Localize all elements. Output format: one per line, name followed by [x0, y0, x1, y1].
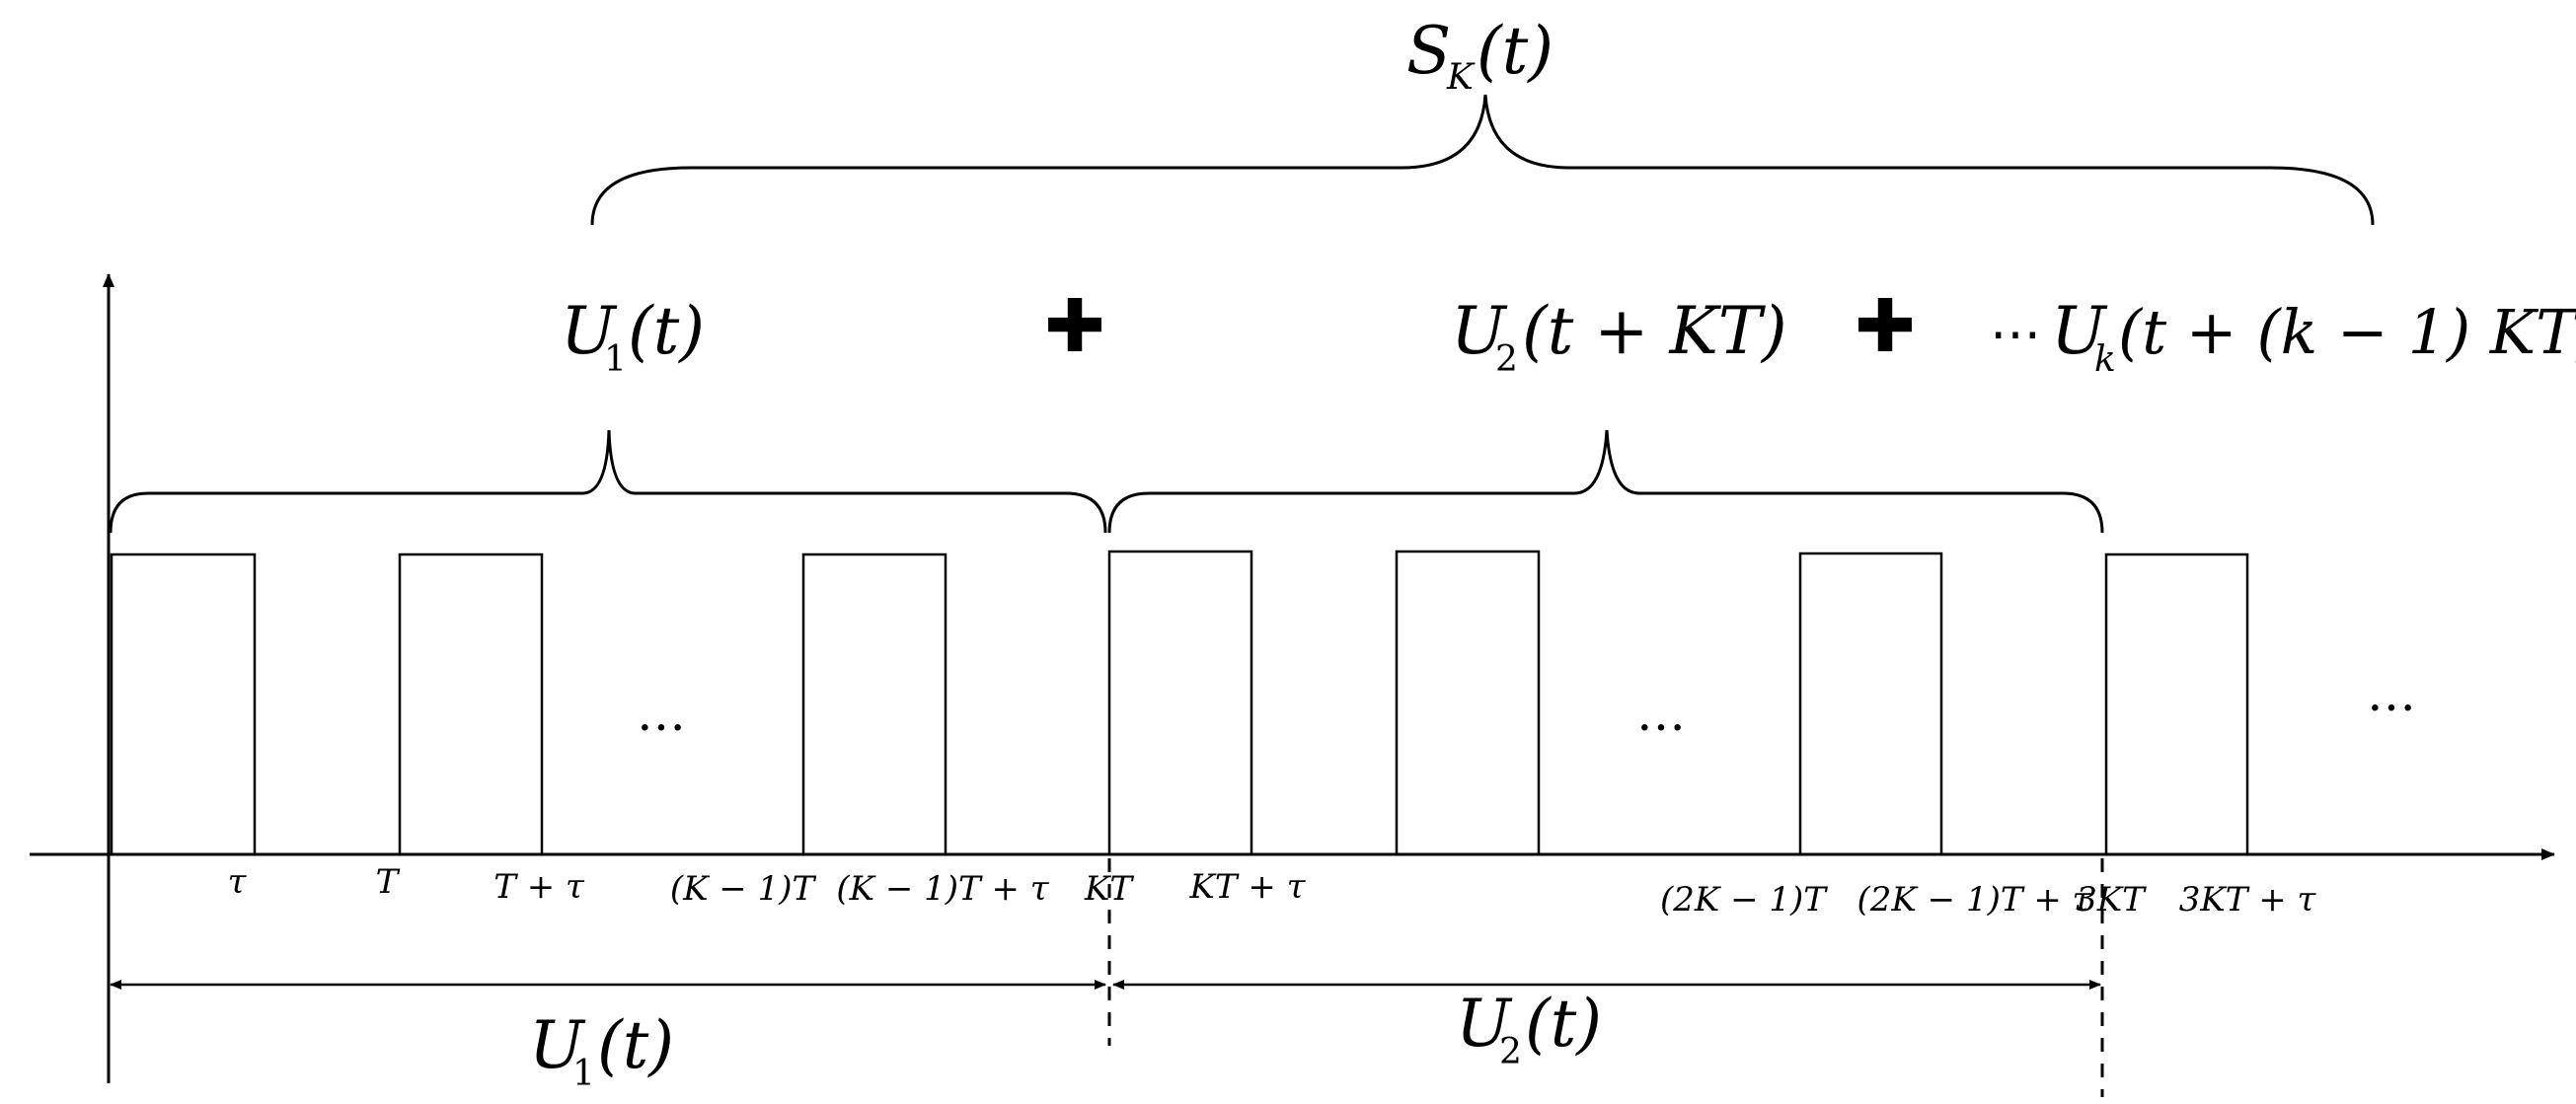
sum-formula: U 1 (t) ✚ U 2 (t + KT) ✚ ⋯ U k (t + (k −… — [561, 284, 2576, 380]
uk-argument: (t + (k − 1) KT) — [2118, 296, 2576, 368]
u1-symbol: U — [561, 293, 618, 369]
ellipsis-3: … — [2367, 665, 2416, 722]
bottom-u1-symbol: U — [529, 1007, 586, 1083]
tick-2K1T-tau: (2K − 1)T + τ — [1857, 880, 2092, 920]
plus-icon: ✚ — [1855, 284, 1916, 369]
tick-T-tau: T + τ — [493, 867, 585, 907]
pulse — [1107, 550, 1253, 856]
bottom-u2-argument: (t) — [1525, 986, 1602, 1062]
tick-3KT: 3KT — [2076, 880, 2147, 920]
plus-icon: ✚ — [1044, 284, 1105, 369]
tick-T: T — [376, 862, 401, 902]
pulse — [801, 552, 947, 856]
bottom-label-u1: U 1 (t) — [529, 1007, 674, 1094]
u2-symbol: U — [1451, 293, 1508, 369]
tick-K1T: (K − 1)T — [670, 869, 817, 909]
sk-title: S K (t) — [1406, 13, 1553, 98]
tick-3KT-tau: 3KT + τ — [2179, 880, 2317, 920]
u2-argument: (t + KT) — [1522, 293, 1787, 369]
tick-KT-tau: KT + τ — [1189, 867, 1307, 907]
bottom-u1-argument: (t) — [597, 1007, 674, 1083]
sk-subscript: K — [1446, 57, 1476, 98]
uk-prefix: ⋯ — [1990, 305, 2041, 364]
bottom-label-u2: U 2 (t) — [1456, 986, 1602, 1072]
u1-argument: (t) — [628, 293, 705, 369]
sk-argument: (t) — [1477, 13, 1553, 89]
brace-u1 — [109, 429, 1107, 534]
uk-subscript: k — [2094, 339, 2116, 380]
pulse — [110, 552, 257, 856]
pulse — [398, 552, 544, 856]
brace-u2 — [1107, 429, 2104, 534]
tick-2K1T: (2K − 1)T — [1660, 880, 1828, 920]
pulse — [2104, 552, 2249, 856]
pulse — [1798, 552, 1943, 856]
bottom-u2-subscript: 2 — [1499, 1032, 1522, 1072]
ellipsis-2: … — [1636, 685, 1686, 742]
bottom-u1-subscript: 1 — [572, 1054, 595, 1094]
uk-symbol: U — [2051, 293, 2108, 369]
u2-subscript: 2 — [1495, 339, 1518, 380]
brace-sk — [590, 94, 2375, 226]
ellipsis-1: … — [637, 685, 686, 742]
pulse-group — [110, 550, 2249, 856]
tick-labels: τ T T + τ (K − 1)T (K − 1)T + τ KT KT + … — [228, 862, 2317, 920]
tick-K1T-tau: (K − 1)T + τ — [836, 869, 1049, 909]
sk-symbol: S — [1406, 13, 1451, 89]
tick-tau: τ — [228, 862, 248, 902]
bottom-u2-symbol: U — [1456, 986, 1513, 1062]
u1-subscript: 1 — [604, 339, 627, 380]
pulse — [1395, 550, 1541, 856]
